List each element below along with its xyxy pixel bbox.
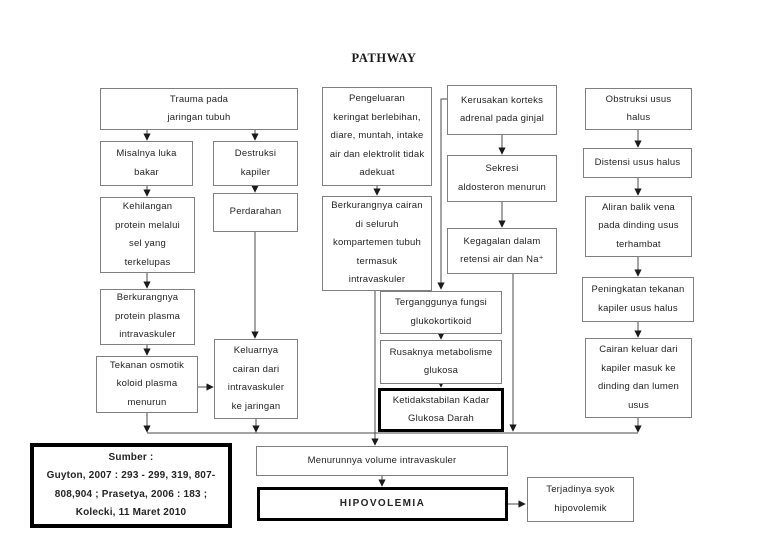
- node-perdarahan: Perdarahan: [213, 193, 298, 232]
- node-peningkatan-tekanan: Peningkatan tekanan kapiler usus halus: [582, 277, 694, 322]
- node-hipovolemia: HIPOVOLEMIA: [257, 487, 508, 521]
- node-kehilangan-protein: Kehilangan protein melalui sel yang terk…: [100, 197, 195, 273]
- node-keluarnya-cairan: Keluarnya cairan dari intravaskuler ke j…: [214, 339, 298, 419]
- node-syok-hipovolemik: Terjadinya syok hipovolemik: [527, 477, 634, 522]
- node-cairan-keluar-kapiler: Cairan keluar dari kapiler masuk ke dind…: [585, 338, 692, 418]
- diagram-title: PATHWAY: [351, 51, 417, 65]
- node-rusak-metabolisme: Rusaknya metabolisme glukosa: [380, 340, 502, 384]
- node-sekresi-aldosteron: Sekresi aldosteron menurun: [447, 155, 557, 202]
- node-obstruksi-usus: Obstruksi usus halus: [585, 88, 692, 130]
- node-berkurang-cairan-kompartemen: Berkurangnya cairan di seluruh kompartem…: [322, 196, 432, 291]
- node-kegagalan-retensi: Kegagalan dalam retensi air dan Na⁺: [447, 228, 557, 274]
- node-pengeluaran-keringat: Pengeluaran keringat berlebihan, diare, …: [322, 87, 432, 186]
- node-ketidakstabilan-glukosa: Ketidakstabilan Kadar Glukosa Darah: [378, 388, 504, 432]
- source-citation-box: Sumber : Guyton, 2007 : 293 - 299, 319, …: [30, 443, 232, 528]
- arrow: [437, 98, 447, 290]
- node-aliran-balik-vena: Aliran balik vena pada dinding usus terh…: [585, 196, 692, 257]
- node-misalnya-luka-bakar: Misalnya luka bakar: [100, 141, 193, 186]
- node-berkurang-protein-plasma: Berkurangnya protein plasma intravaskule…: [100, 289, 195, 345]
- node-terganggu-glukokortikoid: Terganggunya fungsi glukokortikoid: [380, 291, 502, 334]
- node-kerusakan-korteks: Kerusakan korteks adrenal pada ginjal: [447, 85, 557, 135]
- node-tekanan-osmotik: Tekanan osmotik koloid plasma menurun: [96, 356, 198, 413]
- node-destruksi-kapiler: Destruksi kapiler: [213, 141, 298, 186]
- node-menurun-volume: Menurunnya volume intravaskuler: [256, 446, 508, 476]
- node-trauma-jaringan: Trauma pada jaringan tubuh: [100, 88, 298, 130]
- node-distensi-usus: Distensi usus halus: [583, 148, 692, 178]
